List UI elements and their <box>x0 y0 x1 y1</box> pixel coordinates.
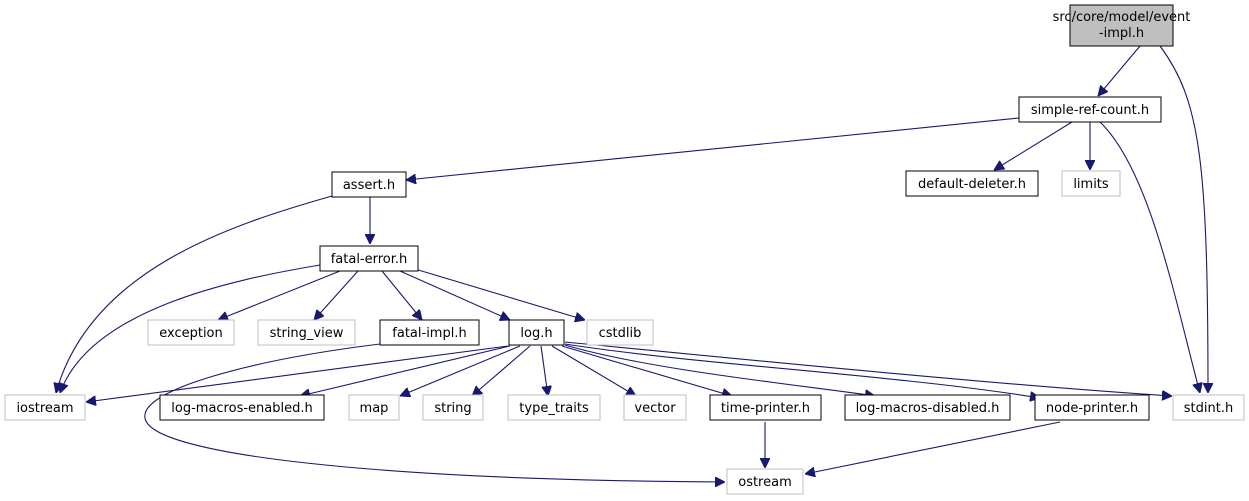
node-stdint-h[interactable]: stdint.h <box>1172 394 1245 421</box>
node-label: ostream <box>738 475 792 490</box>
node-type-traits[interactable]: type_traits <box>507 394 601 421</box>
node-node-printer-h[interactable]: node-printer.h <box>1034 394 1150 421</box>
node-label: string <box>434 401 471 416</box>
edge-fatal-error-to-exception <box>218 270 341 320</box>
edge-log-to-log-macros-enabled <box>300 345 511 396</box>
node-label: fatal-impl.h <box>392 326 466 341</box>
node-box <box>1172 394 1245 421</box>
node-label: limits <box>1073 177 1109 192</box>
node-box <box>508 319 565 346</box>
node-exception[interactable]: exception <box>147 319 235 346</box>
node-box <box>319 245 419 272</box>
node-box <box>331 171 407 198</box>
edge-fatal-impl-to-ostream <box>144 343 725 482</box>
node-box <box>1069 4 1174 47</box>
node-default-deleter-h[interactable]: default-deleter.h <box>905 170 1039 197</box>
node-limits[interactable]: limits <box>1061 170 1121 197</box>
node-label: node-printer.h <box>1046 401 1138 416</box>
node-label: cstdlib <box>599 326 642 341</box>
edge-log-to-vector <box>551 345 636 396</box>
edge-root-to-stdint <box>1159 45 1208 393</box>
node-label: assert.h <box>343 178 395 193</box>
edge-log-to-log-macros-disabled <box>564 344 875 396</box>
node-fatal-impl-h[interactable]: fatal-impl.h <box>379 319 480 346</box>
node-box <box>4 394 86 421</box>
edge-log-to-time-printer <box>561 345 732 396</box>
node-box <box>844 394 1011 421</box>
edges <box>56 45 1208 482</box>
edge-log-to-type-traits <box>540 345 548 396</box>
node-box <box>1018 96 1162 123</box>
node-simple-ref-count-h[interactable]: simple-ref-count.h <box>1018 96 1162 123</box>
node-box <box>1034 394 1150 421</box>
edge-fatal-error-to-fatal-impl <box>381 270 422 320</box>
node-string-view[interactable]: string_view <box>257 319 356 346</box>
node-label: simple-ref-count.h <box>1031 103 1149 118</box>
node-log-macros-disabled-h[interactable]: log-macros-disabled.h <box>844 394 1011 421</box>
node-label: type_traits <box>519 401 589 416</box>
node-iostream[interactable]: iostream <box>4 394 86 421</box>
node-label-line2: -impl.h <box>1099 26 1144 41</box>
edge-root-to-simple-ref-count <box>1098 45 1141 96</box>
node-label: iostream <box>16 401 73 416</box>
node-log-macros-enabled-h[interactable]: log-macros-enabled.h <box>159 394 325 421</box>
node-box <box>379 319 480 346</box>
edge-fatal-error-to-cstdlib <box>414 268 585 320</box>
node-label: log-macros-disabled.h <box>856 401 1000 416</box>
edge-log-to-stdint <box>564 341 1172 396</box>
node-box <box>257 319 356 346</box>
node-label: fatal-error.h <box>331 252 408 267</box>
node-cstdlib[interactable]: cstdlib <box>586 319 654 346</box>
edge-fatal-error-to-iostream <box>60 264 321 393</box>
node-fatal-error-h[interactable]: fatal-error.h <box>319 245 419 272</box>
node-box <box>709 394 822 421</box>
node-box <box>422 394 484 421</box>
node-time-printer-h[interactable]: time-printer.h <box>709 394 822 421</box>
node-event-impl-h[interactable]: src/core/model/event -impl.h <box>1053 4 1191 47</box>
node-label: log.h <box>520 326 552 341</box>
node-label: log-macros-enabled.h <box>171 401 312 416</box>
node-label: stdint.h <box>1184 401 1233 416</box>
edge-simple-ref-count-to-default-deleter <box>994 121 1073 170</box>
node-log-h[interactable]: log.h <box>508 319 565 346</box>
node-assert-h[interactable]: assert.h <box>331 171 407 198</box>
edge-fatal-error-to-string-view <box>314 270 359 320</box>
node-box <box>159 394 325 421</box>
edge-log-to-node-printer <box>564 343 1040 398</box>
edge-assert-to-iostream <box>56 195 333 393</box>
node-map[interactable]: map <box>348 394 400 421</box>
node-box <box>726 468 804 495</box>
node-ostream[interactable]: ostream <box>726 468 804 495</box>
node-label: default-deleter.h <box>918 177 1026 192</box>
node-box <box>1061 170 1121 197</box>
node-box <box>586 319 654 346</box>
edge-log-to-map <box>400 345 521 396</box>
node-label: vector <box>634 401 676 416</box>
node-box <box>507 394 601 421</box>
edge-node-printer-to-ostream <box>805 421 1061 474</box>
node-box <box>623 394 687 421</box>
edge-fatal-error-to-log <box>399 270 510 320</box>
node-vector[interactable]: vector <box>623 394 687 421</box>
node-box <box>905 170 1039 197</box>
node-label: map <box>360 401 389 416</box>
node-string[interactable]: string <box>422 394 484 421</box>
node-label-line1: src/core/model/event <box>1053 10 1191 25</box>
edge-log-to-string <box>472 345 531 396</box>
node-label: exception <box>159 326 223 341</box>
edge-log-to-iostream <box>86 345 509 402</box>
edge-simple-ref-count-to-assert <box>406 117 1020 180</box>
node-label: time-printer.h <box>721 401 810 416</box>
node-box <box>348 394 400 421</box>
node-label: string_view <box>270 326 344 341</box>
node-box <box>147 319 235 346</box>
edge-simple-ref-count-to-stdint <box>1099 121 1200 393</box>
